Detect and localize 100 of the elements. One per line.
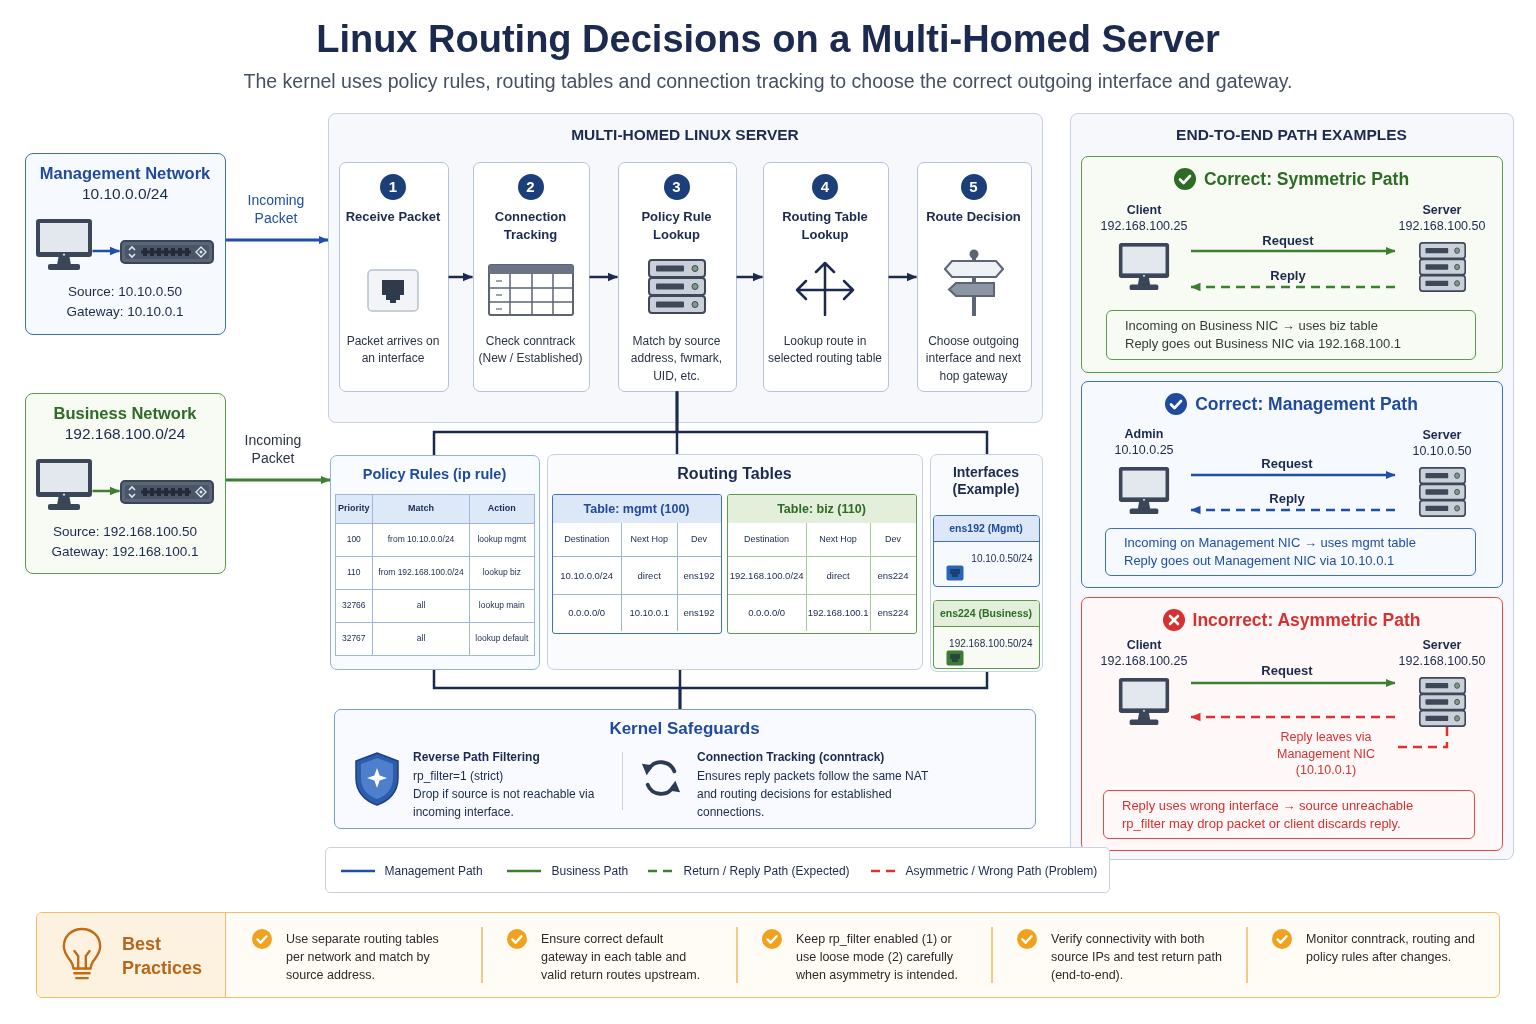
note-text: rp_filter may drop packet or client discards reply. <box>1122 814 1401 833</box>
column-header: Next Hop <box>621 522 677 556</box>
arrow <box>1191 678 1396 688</box>
host-name: Server <box>1422 427 1462 443</box>
table-cell: 192.168.100.1 <box>806 594 870 631</box>
column-header: Destination <box>727 522 806 556</box>
table-cell: 10.10.0.1 <box>621 594 677 631</box>
note-text: Reply goes out Management NIC via 10.10.0.1 <box>1124 552 1395 570</box>
card-title: Correct: Management Path <box>1195 392 1418 416</box>
step-title: Connection Tracking <box>493 207 568 244</box>
arrow <box>888 272 917 282</box>
feature-text: rp_filter=1 (strict) <box>413 769 504 783</box>
table-panel <box>547 454 923 670</box>
address-label: Gateway: 192.168.100.1 <box>51 544 199 559</box>
card-title: Incorrect: Asymmetric Path <box>1192 608 1421 632</box>
network-switch-icon <box>119 479 214 504</box>
example-card <box>1080 155 1503 373</box>
section-title: Routing Tables <box>677 465 792 483</box>
feature-text: Ensures reply packets follow the same NAT and routing decisions for established connections. <box>697 768 929 821</box>
table-cell: 32766 <box>335 589 372 622</box>
column-header: Match <box>373 494 470 523</box>
section-title: Kernel Safeguards <box>609 719 760 739</box>
practice-text: Verify connectivity with both source IPs and test return path (end-to-end). <box>1051 931 1223 984</box>
diagram-title: Linux Routing Decisions on a Multi-Homed Server <box>316 17 1220 62</box>
step-card <box>617 161 737 392</box>
table-cell: ens192 <box>677 556 721 594</box>
arrow <box>448 272 473 282</box>
subnet-label: 192.168.100.0/24 <box>64 425 186 443</box>
note-card <box>1105 528 1476 576</box>
host-name: Admin <box>1124 426 1164 442</box>
step-title: Route Decision <box>926 207 1021 226</box>
step-title: Receive Packet <box>345 207 441 226</box>
practice-text: Monitor conntrack, routing and policy rules after changes. <box>1306 931 1476 966</box>
column-header: Next Hop <box>806 522 870 556</box>
table-cell: direct <box>621 556 677 594</box>
table-cell: 0.0.0.0/0 <box>727 594 806 631</box>
step-description: Lookup route in selected routing table <box>766 332 884 367</box>
address-label: Source: 192.168.100.50 <box>52 524 198 539</box>
practice-text: Use separate routing tables per network and match by source address. <box>286 931 440 984</box>
interface-name: ens192 (Mgmt) <box>933 515 1039 542</box>
network-title: Business Network <box>53 404 197 423</box>
table-cell: 100 <box>335 523 372 556</box>
step-description: Match by source address, fwmark, UID, etc. <box>629 332 724 385</box>
network-title: Management Network <box>39 164 211 183</box>
step-description: Check conntrack (New / Established) <box>477 332 584 367</box>
step-card <box>762 161 889 392</box>
table-cell: all <box>373 589 470 622</box>
card-title: Correct: Symmetric Path <box>1203 167 1410 191</box>
note-card <box>1106 310 1476 360</box>
note-text: Incoming on Business NIC → uses biz table <box>1125 317 1378 335</box>
legend-label: Return / Reply Path (Expected) <box>683 863 850 878</box>
ip-address: 192.168.100.25 <box>1100 653 1188 669</box>
step-number: 2 <box>517 173 544 200</box>
best-practices-panel <box>36 912 1500 998</box>
section-title: Interfaces (Example) <box>951 464 1021 498</box>
note-text: Reply goes out Business NIC via 192.168.100.1 <box>1125 335 1402 353</box>
table-title: Table: mgmt (100) <box>552 494 721 523</box>
legend-label: Business Path <box>551 863 629 878</box>
step-card <box>472 161 590 392</box>
table-cell: 0.0.0.0/0 <box>552 594 621 631</box>
ip-address: 192.168.100.50 <box>1398 653 1486 669</box>
monitor-icon <box>34 457 93 510</box>
network-panel <box>25 393 226 574</box>
safeguards-panel <box>334 709 1036 829</box>
routing-table <box>726 493 917 634</box>
arrow <box>1191 470 1396 480</box>
host-name: Server <box>1422 202 1462 218</box>
interfaces-panel <box>930 454 1043 672</box>
ip-address: 192.168.100.50/24 <box>949 637 1033 650</box>
ip-address: 10.10.0.25 <box>1114 442 1174 458</box>
panel-title: END-TO-END PATH EXAMPLES <box>1176 126 1407 144</box>
column-header: Dev <box>677 522 721 556</box>
address-label: Source: 10.10.0.50 <box>67 284 183 299</box>
step-description: Choose outgoing interface and next hop gateway <box>924 332 1023 385</box>
table-cell: ens224 <box>870 594 916 631</box>
panel-title: MULTI-HOMED LINUX SERVER <box>571 126 799 144</box>
column-header: Dev <box>870 522 916 556</box>
step-number: 5 <box>960 173 987 200</box>
dashed-line <box>1395 727 1449 749</box>
feature-title: Connection Tracking (conntrack) <box>697 750 885 764</box>
note-card <box>1103 790 1475 839</box>
host-name: Server <box>1422 637 1462 653</box>
address-label: Gateway: 10.10.0.1 <box>66 304 184 319</box>
step-card <box>916 161 1032 392</box>
step-number: 4 <box>812 173 838 200</box>
section-title: Policy Rules (ip rule) <box>362 466 507 482</box>
diagram-subtitle: The kernel uses policy rules, routing tables and connection tracking to choose the correct outgoing interface and gateway. <box>243 69 1293 93</box>
table-cell: all <box>373 622 470 655</box>
arrow <box>226 475 331 485</box>
arrow <box>1191 246 1396 256</box>
connector-line <box>678 672 989 709</box>
note-text: Reply uses wrong interface → source unreachable <box>1122 796 1414 815</box>
table-cell: from 10.10.0.0/24 <box>373 523 470 556</box>
column-header: Destination <box>552 522 621 556</box>
table-cell: lookup mgmt <box>470 523 534 556</box>
column-header: Action <box>470 494 534 523</box>
network-switch-icon <box>119 239 214 264</box>
arrow <box>589 272 618 282</box>
practice-text: Ensure correct default gateway in each table and valid return routes upstream. <box>541 931 702 984</box>
arrow <box>92 486 120 496</box>
